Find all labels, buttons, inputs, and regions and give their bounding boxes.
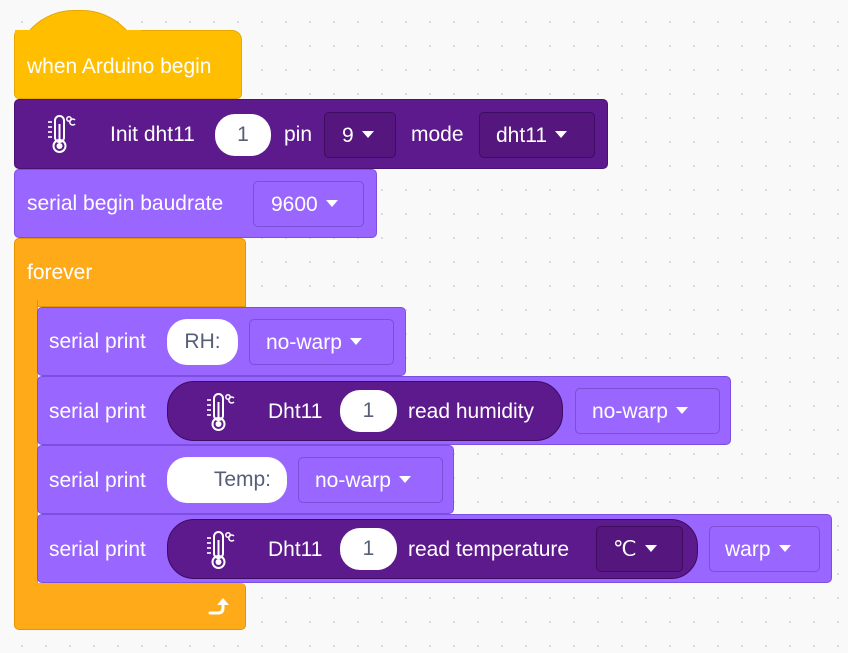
thermometer-icon bbox=[207, 393, 235, 431]
warp-mode-value: no-warp bbox=[266, 331, 342, 354]
serial-print-label: serial print bbox=[49, 469, 146, 492]
mode-label: mode bbox=[411, 123, 464, 146]
dht11-index-input[interactable]: 1 bbox=[340, 390, 397, 432]
pin-label: pin bbox=[284, 123, 313, 146]
warp-mode-value: no-warp bbox=[315, 469, 391, 492]
loop-arrow-icon bbox=[208, 598, 229, 615]
forever-block-arm bbox=[14, 300, 38, 590]
chevron-down-icon bbox=[644, 544, 657, 552]
chevron-down-icon bbox=[675, 406, 688, 414]
chevron-down-icon bbox=[555, 130, 567, 138]
serial-print-label: serial print bbox=[49, 330, 146, 353]
baudrate-dropdown-value: 9600 bbox=[271, 193, 318, 216]
forever-block-bottom bbox=[14, 583, 246, 630]
read-temperature-label: read temperature bbox=[408, 538, 570, 561]
warp-mode-dropdown[interactable]: no-warp bbox=[575, 388, 720, 434]
chevron-down-icon bbox=[349, 337, 362, 345]
chevron-down-icon bbox=[361, 130, 374, 138]
thermometer-icon bbox=[207, 531, 235, 569]
read-humidity-label: read humidity bbox=[408, 400, 535, 423]
warp-mode-value: no-warp bbox=[592, 400, 668, 423]
chevron-down-icon bbox=[398, 475, 411, 483]
warp-mode-dropdown[interactable]: warp bbox=[709, 526, 820, 572]
hat-block-fill bbox=[15, 30, 141, 70]
forever-label: forever bbox=[27, 261, 93, 284]
forever-block[interactable] bbox=[14, 238, 246, 307]
print-text-input[interactable]: RH: bbox=[167, 319, 238, 365]
thermometer-icon bbox=[48, 115, 76, 153]
baudrate-dropdown[interactable]: 9600 bbox=[253, 181, 364, 227]
temperature-unit-dropdown[interactable]: ℃ bbox=[596, 526, 683, 572]
dht11-label: Dht11 bbox=[268, 400, 323, 423]
warp-mode-dropdown[interactable]: no-warp bbox=[298, 457, 443, 503]
chevron-down-icon bbox=[778, 544, 791, 552]
chevron-down-icon bbox=[325, 199, 338, 207]
pin-dropdown[interactable]: 9 bbox=[324, 112, 396, 158]
dht11-index-input[interactable]: 1 bbox=[215, 114, 271, 156]
serial-print-label: serial print bbox=[49, 400, 146, 423]
temperature-unit-value: ℃ bbox=[613, 538, 637, 561]
print-text-input[interactable]: Temp: bbox=[167, 457, 287, 503]
serial-begin-label: serial begin baudrate bbox=[27, 192, 224, 215]
mode-dropdown[interactable]: dht11 bbox=[479, 112, 595, 158]
serial-print-label: serial print bbox=[49, 538, 146, 561]
pin-dropdown-value: 9 bbox=[342, 124, 354, 147]
init-dht11-label: Init dht11 bbox=[110, 123, 195, 146]
warp-mode-dropdown[interactable]: no-warp bbox=[249, 319, 394, 365]
mode-dropdown-value: dht11 bbox=[496, 124, 547, 147]
dht11-index-input[interactable]: 1 bbox=[340, 528, 397, 570]
dht11-label: Dht11 bbox=[268, 538, 323, 561]
hat-label: when Arduino begin bbox=[27, 55, 212, 78]
warp-mode-value: warp bbox=[725, 538, 771, 561]
